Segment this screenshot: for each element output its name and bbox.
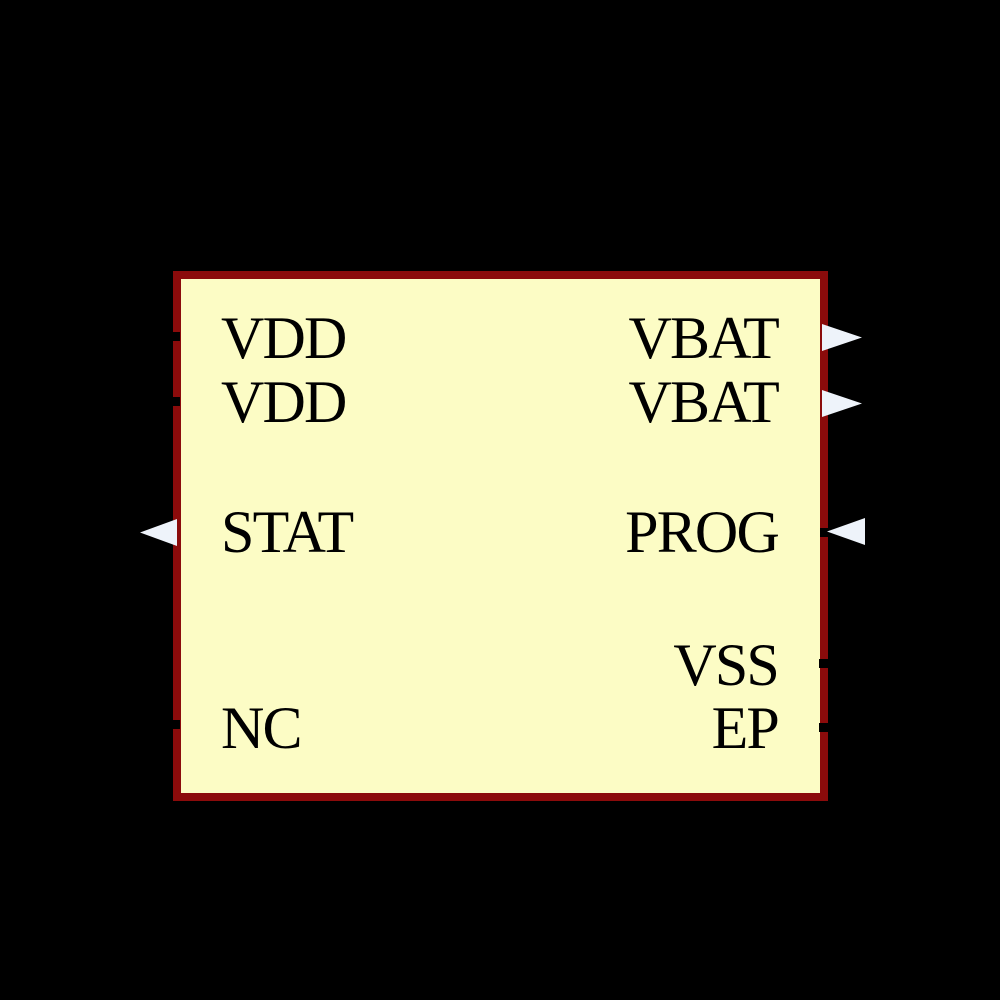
pin-stub (166, 720, 180, 729)
pin-arrow-right-icon (822, 324, 862, 351)
pin-arrow-left-icon (140, 519, 177, 546)
pin-stub (820, 528, 828, 537)
pin-arrow-right-icon (822, 390, 862, 417)
pin-label-vbat-1: VBAT (628, 305, 780, 371)
pin-label-nc: NC (221, 695, 303, 761)
pin-stub (166, 332, 180, 341)
pin-stub (166, 397, 180, 406)
pin-label-stat: STAT (221, 499, 354, 565)
pin-arrow-left-icon (827, 518, 865, 545)
pin-label-vdd-2: VDD (221, 369, 347, 435)
pin-label-prog: PROG (625, 499, 780, 565)
pin-stub (819, 659, 833, 668)
pin-label-vdd-1: VDD (221, 305, 347, 371)
pin-stub (819, 723, 833, 732)
pin-label-ep: EP (711, 695, 780, 761)
symbol-body (173, 271, 828, 801)
pin-label-vss: VSS (673, 632, 779, 698)
pin-label-vbat-2: VBAT (628, 369, 780, 435)
